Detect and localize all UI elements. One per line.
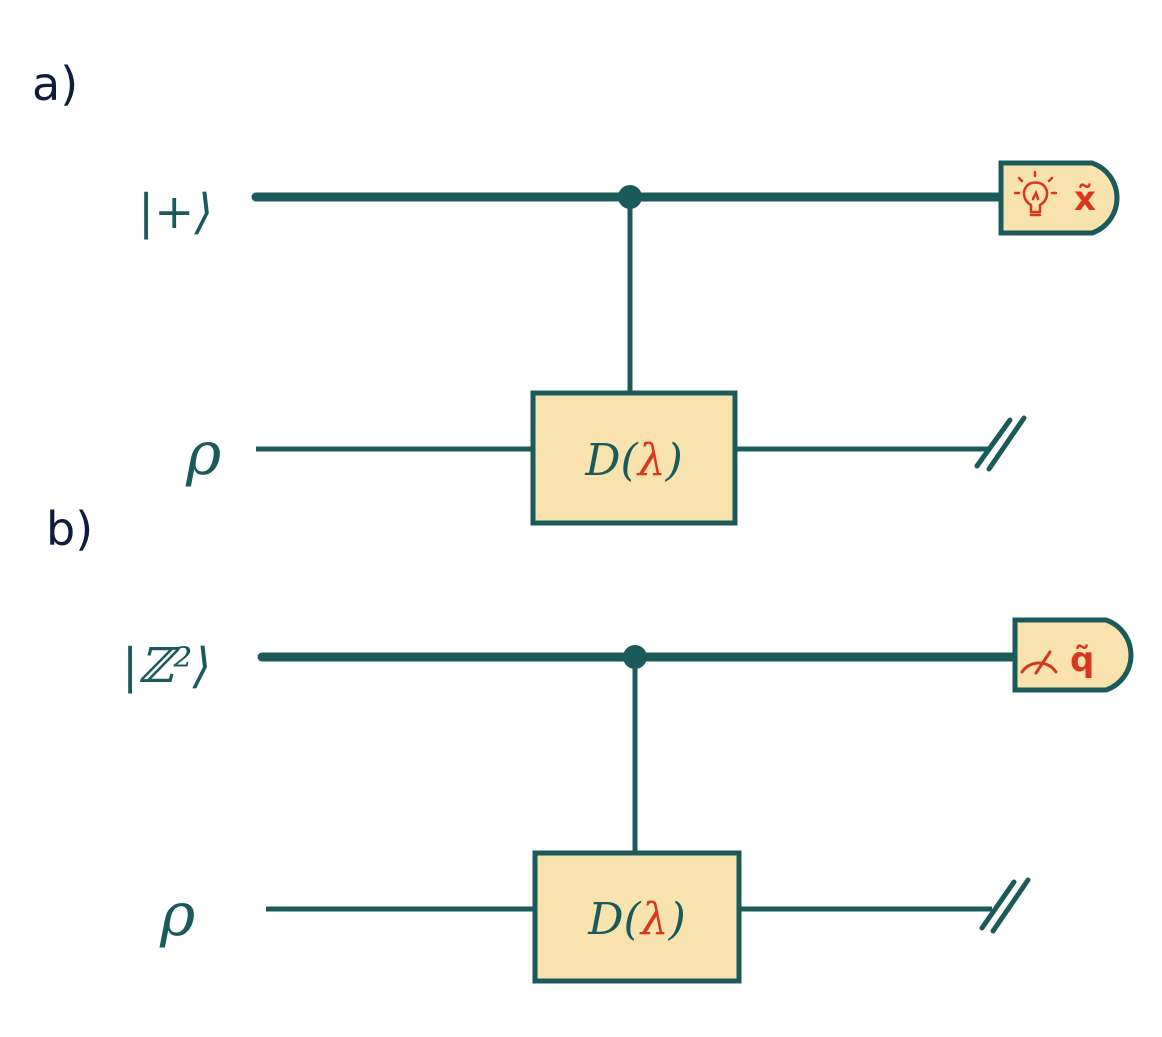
panel-a: a) |+⟩ x̃ ρ [32,57,1120,526]
panel-a-gate-param: λ [636,435,666,486]
panel-b-gate: D(λ) [532,850,742,984]
panel-a-gate-box [530,390,738,526]
panel-a-gate-label: D(λ) [584,435,683,486]
panel-b-top-state: |ℤ²⟩ [122,638,211,694]
panel-b-discard-mark [979,877,1031,934]
panel-b-measurement: q̃ [1012,617,1134,693]
panel-a-gate-name: D( [584,435,638,486]
panel-a-measurement-box [998,160,1120,236]
panel-b-gate-name: D( [587,894,641,945]
panel-a-gate: D(λ) [530,390,738,526]
panel-b-gate-param: λ [639,894,669,945]
panel-b-gate-label: D(λ) [587,894,686,945]
panel-b: b) |ℤ²⟩ q̃ ρ [46,502,1134,984]
panel-b-gate-box [532,850,742,984]
panel-b-gate-close: ) [668,894,686,945]
meter-icon [1020,650,1058,675]
panel-b-bottom-state: ρ [159,880,195,950]
lightbulb-icon [1013,170,1058,217]
panel-a-top-state: |+⟩ [138,184,213,240]
panel-a-bottom-state: ρ [185,419,221,489]
panel-a-label: a) [32,57,78,111]
panel-b-measurement-symbol: q̃ [1070,640,1094,680]
panel-b-measurement-box [1012,617,1134,693]
panel-b-label: b) [46,502,93,556]
panel-a-measurement-symbol: x̃ [1074,179,1096,219]
panel-a-gate-close: ) [665,435,683,486]
panel-a-discard-mark [974,415,1027,472]
panel-a-measurement: x̃ [998,160,1120,236]
